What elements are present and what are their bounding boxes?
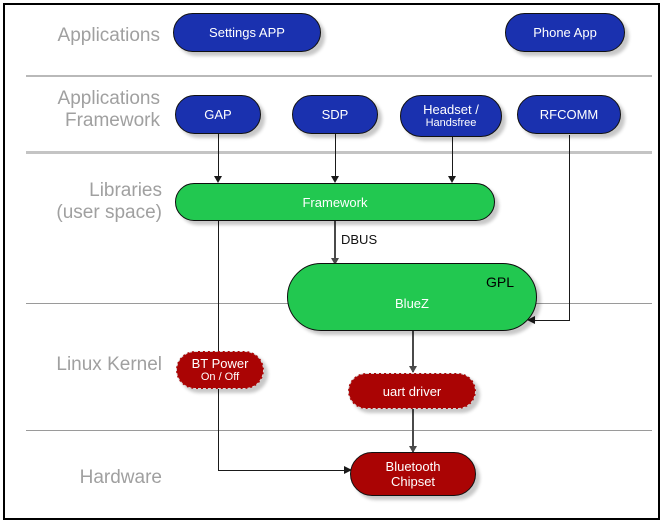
edge-headset-framework-arrow	[448, 176, 456, 183]
node-settings-app[interactable]: Settings APP	[173, 13, 321, 52]
node-uart-driver-label: uart driver	[382, 383, 442, 399]
node-bluez-license-badge: GPL	[485, 274, 514, 290]
node-bt-power-label: BT Power	[191, 356, 249, 371]
node-bluetooth-chipset-label: Bluetooth	[385, 459, 441, 474]
node-bt-power[interactable]: BT Power On / Off	[176, 351, 264, 389]
node-bluetooth-chipset-sublabel: Chipset	[390, 474, 436, 489]
node-rfcomm[interactable]: RFCOMM	[517, 95, 621, 134]
node-settings-app-label: Settings APP	[209, 25, 285, 40]
edge-framework-bluez-line	[334, 220, 336, 264]
node-bluez[interactable]: BlueZ GPL	[287, 263, 537, 331]
edge-bluez-uart-line	[412, 330, 414, 372]
edge-framework-bluez-arrow	[331, 258, 339, 265]
node-phone-app-label: Phone App	[533, 25, 597, 40]
edge-uart-chipset-line	[412, 408, 414, 452]
layer-label-libraries: Libraries (user space)	[56, 180, 162, 223]
node-headset-handsfree-label: Headset /	[423, 102, 479, 117]
node-framework-label: Framework	[302, 194, 368, 210]
edge-label-dbus: DBUS	[341, 232, 378, 247]
node-gap-label: GAP	[204, 107, 232, 122]
edge-gap-framework-arrow	[214, 176, 222, 183]
node-bt-power-sublabel: On / Off	[200, 371, 240, 383]
node-headset-handsfree-sublabel: Handsfree	[425, 117, 477, 129]
edge-rfcomm-bluez-hline	[534, 320, 570, 321]
edge-sdp-framework-line	[335, 133, 336, 181]
divider-applications	[26, 75, 652, 77]
node-framework[interactable]: Framework	[175, 183, 495, 221]
edge-framework-chipset-vline	[218, 212, 219, 471]
edge-framework-chipset-arrow	[344, 466, 352, 474]
node-uart-driver[interactable]: uart driver	[348, 373, 476, 409]
node-gap[interactable]: GAP	[175, 95, 261, 134]
layer-label-hardware: Hardware	[79, 467, 162, 488]
diagram-frame	[3, 3, 660, 520]
node-rfcomm-label: RFCOMM	[539, 107, 599, 122]
edge-sdp-framework-arrow	[331, 176, 339, 183]
edge-uart-chipset-arrow	[409, 446, 417, 453]
node-phone-app[interactable]: Phone App	[505, 13, 625, 52]
edge-bluez-uart-arrow	[409, 366, 417, 373]
edge-gap-framework-line	[218, 133, 219, 181]
node-bluez-label: BlueZ	[395, 295, 429, 311]
layer-label-applications-framework: Applications Framework	[57, 88, 160, 131]
edge-framework-chipset-hline	[218, 470, 345, 471]
edge-rfcomm-bluez-arrow	[527, 316, 535, 324]
node-sdp[interactable]: SDP	[292, 95, 378, 134]
layer-label-applications: Applications	[57, 25, 160, 46]
node-sdp-label: SDP	[321, 107, 349, 122]
layer-label-linux-kernel: Linux Kernel	[56, 354, 162, 375]
divider-linux-kernel	[26, 430, 652, 431]
edge-rfcomm-bluez-vline	[569, 135, 570, 320]
divider-applications-framework	[26, 151, 652, 154]
node-headset-handsfree[interactable]: Headset / Handsfree	[400, 95, 502, 137]
edge-headset-framework-line	[452, 137, 453, 181]
node-bluetooth-chipset[interactable]: Bluetooth Chipset	[350, 452, 476, 496]
